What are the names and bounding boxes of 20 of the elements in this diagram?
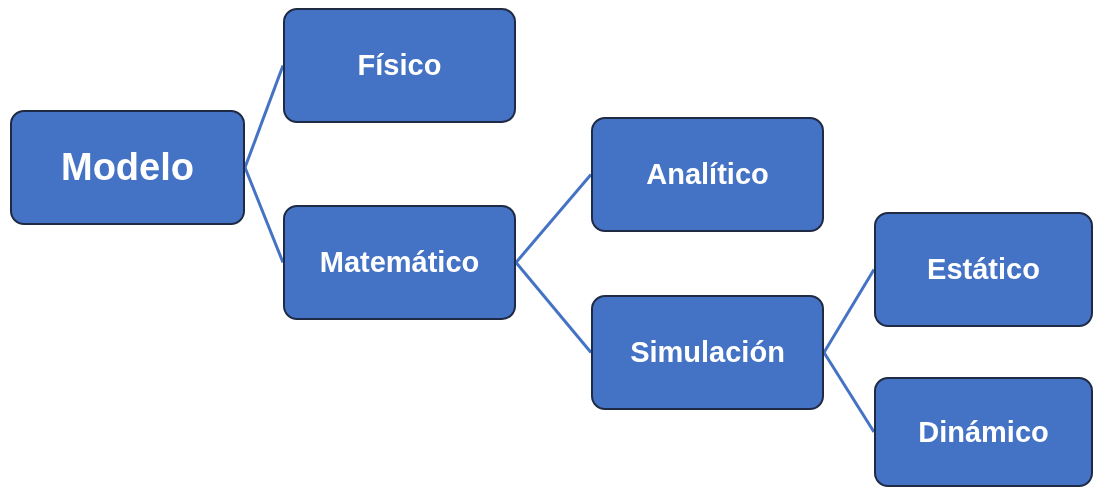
connector-line (822, 268, 876, 354)
rounded-box (10, 110, 245, 225)
box-label: Estático (927, 253, 1040, 286)
connector-line (514, 261, 593, 354)
rounded-box (591, 117, 824, 232)
connector-line (243, 64, 285, 169)
rounded-box (874, 377, 1093, 487)
box-label: Modelo (61, 146, 194, 189)
connector-line (514, 173, 593, 264)
box-label: Físico (357, 49, 442, 82)
box-label: Dinámico (918, 415, 1049, 449)
box-label: Analítico (646, 158, 769, 191)
rounded-box (283, 205, 516, 320)
rounded-box (283, 8, 516, 123)
box-label: Simulación (630, 336, 785, 369)
box-label: Matemático (319, 246, 480, 279)
connector-line (822, 351, 876, 433)
rounded-box (591, 295, 824, 410)
connector-line (243, 166, 285, 264)
rounded-box (874, 212, 1093, 327)
